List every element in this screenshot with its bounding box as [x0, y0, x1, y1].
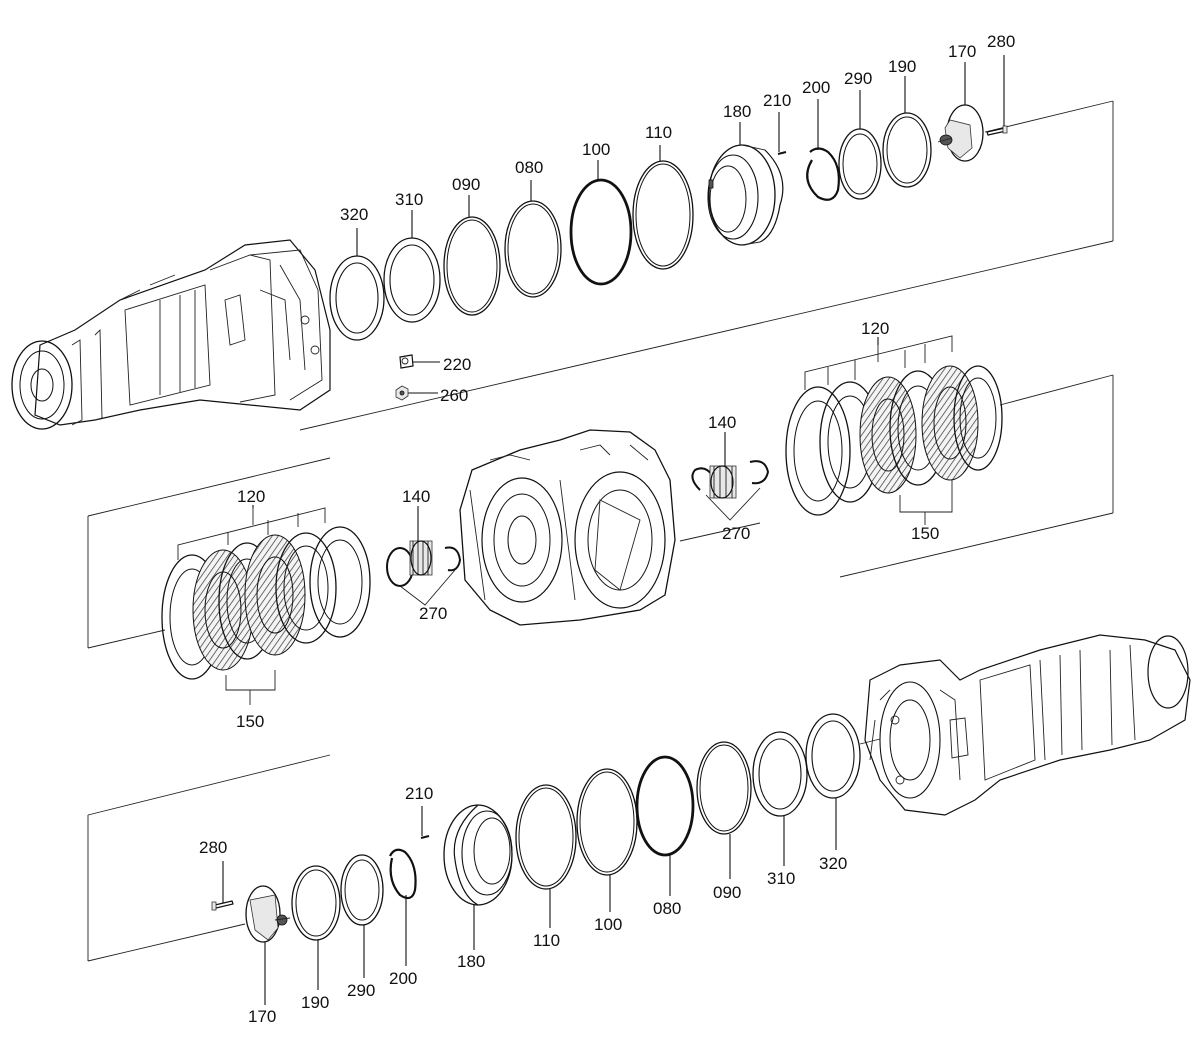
callout-mid-140-right: 140: [708, 413, 736, 432]
middle-row-parts: [161, 335, 1003, 705]
callout-bot-210: 210: [405, 784, 433, 803]
callout-top-080: 080: [515, 158, 543, 177]
callout-top-290: 290: [844, 69, 872, 88]
callout-top-100: 100: [582, 140, 610, 159]
callout-mid-120-left: 120: [237, 487, 265, 506]
callout-bot-180: 180: [457, 952, 485, 971]
callout-mid-270-left: 270: [419, 604, 447, 623]
callout-mid-140-left: 140: [402, 487, 430, 506]
assembly-frame-lines: [87, 100, 1114, 962]
left-transmission-housing: [11, 239, 331, 430]
callout-bot-280: 280: [199, 838, 227, 857]
callout-mid-150-left: 150: [236, 712, 264, 731]
leader-lines: [222, 55, 1005, 1005]
callout-bot-190: 190: [301, 993, 329, 1012]
callout-bot-310: 310: [767, 869, 795, 888]
callout-mid-120-right: 120: [861, 319, 889, 338]
callout-bot-320: 320: [819, 854, 847, 873]
callout-top-220: 220: [443, 355, 471, 374]
callout-bot-290: 290: [347, 981, 375, 1000]
callout-top-310: 310: [395, 190, 423, 209]
callout-top-110: 110: [645, 123, 672, 142]
callout-top-210: 210: [763, 91, 791, 110]
callout-bot-200: 200: [389, 969, 417, 988]
callout-bot-100: 100: [594, 915, 622, 934]
callout-bot-110: 110: [533, 931, 560, 950]
callout-labels: 320 310 090 080 100 110 180 210 200 290 …: [199, 32, 1015, 1026]
callout-mid-150-right: 150: [911, 524, 939, 543]
bottom-row-parts: [211, 713, 861, 943]
callout-top-320: 320: [340, 205, 368, 224]
top-row-parts: [329, 104, 1008, 401]
callout-top-180: 180: [723, 102, 751, 121]
callout-bot-080: 080: [653, 899, 681, 918]
callout-top-190: 190: [888, 57, 916, 76]
callout-bot-090: 090: [713, 883, 741, 902]
callout-top-280: 280: [987, 32, 1015, 51]
callout-top-090: 090: [452, 175, 480, 194]
callout-top-170: 170: [948, 42, 976, 61]
callout-top-260: 260: [440, 386, 468, 405]
right-transmission-housing: [864, 634, 1191, 816]
callout-top-200: 200: [802, 78, 830, 97]
callout-bot-170: 170: [248, 1007, 276, 1026]
callout-mid-270-right: 270: [722, 524, 750, 543]
